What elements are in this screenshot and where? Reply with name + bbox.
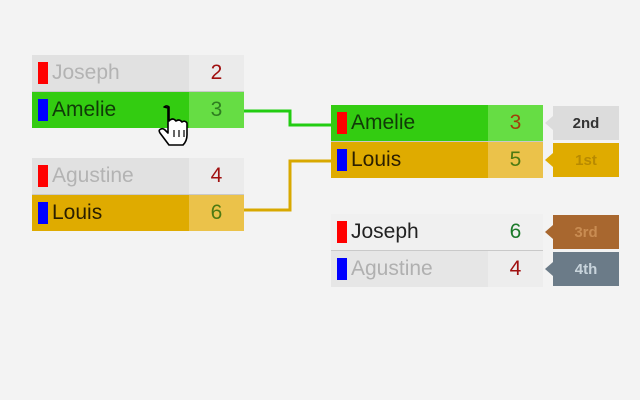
team-name: Agustine — [52, 164, 134, 187]
red-flag-icon — [38, 62, 48, 84]
rank-badge-3rd: 3rd — [545, 215, 619, 249]
team-row-amelie[interactable]: Amelie 3 2nd — [331, 105, 619, 141]
team-name: Louis — [52, 201, 103, 224]
team-name: Joseph — [351, 220, 419, 243]
match-final: Amelie 3 2nd Louis 5 1st — [331, 105, 619, 178]
hand-pointer-cursor-icon — [158, 105, 188, 146]
team-row-louis[interactable]: Louis 6 — [32, 194, 244, 231]
team-row-agustine[interactable]: Agustine 4 4th — [331, 250, 619, 287]
blue-flag-icon — [337, 149, 347, 171]
bracket-connector-green — [244, 109, 336, 127]
blue-flag-icon — [38, 202, 48, 224]
team-row-agustine[interactable]: Agustine 4 — [32, 158, 244, 194]
team-name: Joseph — [52, 61, 120, 84]
team-row-joseph[interactable]: Joseph 2 — [32, 55, 244, 91]
team-row-amelie[interactable]: Amelie 3 — [32, 91, 244, 128]
rank-badge-4th: 4th — [545, 252, 619, 286]
red-flag-icon — [38, 165, 48, 187]
blue-flag-icon — [337, 258, 347, 280]
match-r1-1: Joseph 2 Amelie 3 — [32, 55, 244, 128]
team-score: 5 — [488, 142, 543, 178]
team-row-louis[interactable]: Louis 5 1st — [331, 141, 619, 178]
rank-badge-2nd: 2nd — [545, 106, 619, 140]
team-row-joseph[interactable]: Joseph 6 3rd — [331, 214, 619, 250]
bracket-connector-gold — [244, 159, 336, 212]
red-flag-icon — [337, 112, 347, 134]
match-third-place: Joseph 6 3rd Agustine 4 4th — [331, 214, 619, 287]
team-score: 6 — [488, 214, 543, 250]
team-name: Agustine — [351, 257, 433, 280]
team-name: Amelie — [52, 98, 117, 121]
match-r1-2: Agustine 4 Louis 6 — [32, 158, 244, 231]
rank-badge-1st: 1st — [545, 143, 619, 177]
team-score: 4 — [189, 158, 244, 194]
team-score: 2 — [189, 55, 244, 91]
team-name: Louis — [351, 148, 402, 171]
team-score: 4 — [488, 251, 543, 287]
team-score: 6 — [189, 195, 244, 231]
team-name: Amelie — [351, 111, 416, 134]
blue-flag-icon — [38, 99, 48, 121]
red-flag-icon — [337, 221, 347, 243]
team-score: 3 — [488, 105, 543, 141]
team-score: 3 — [189, 92, 244, 128]
